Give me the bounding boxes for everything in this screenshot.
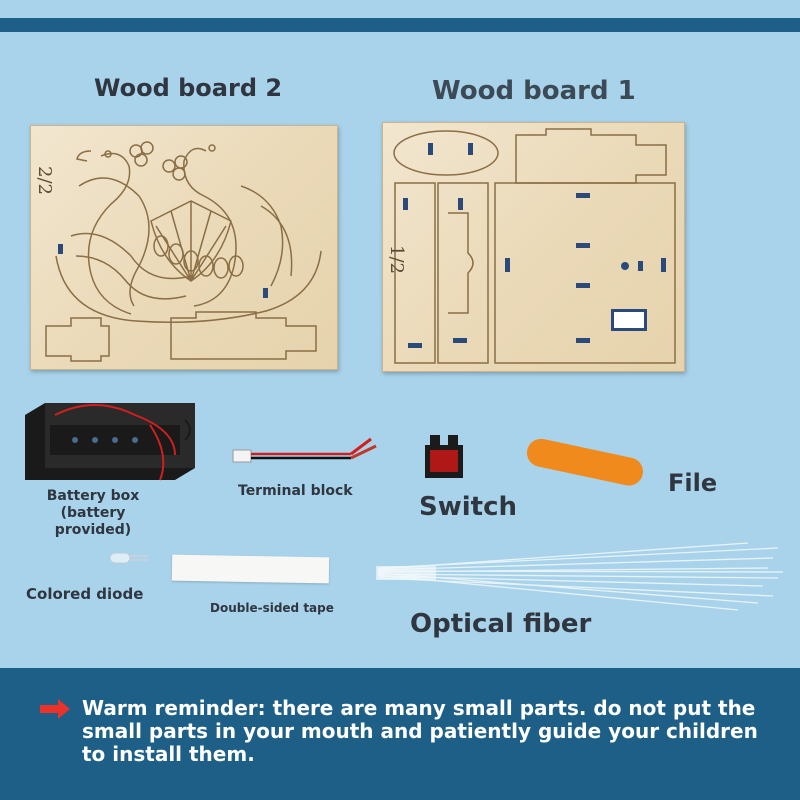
- optical-fiber-image: [376, 542, 784, 611]
- colored-diode-label: Colored diode: [26, 585, 144, 603]
- file: [522, 436, 647, 501]
- wood-board-2-label: Wood board 2: [94, 74, 283, 102]
- switch-label: Switch: [419, 492, 518, 522]
- colored-diode-image: [109, 552, 148, 564]
- double-sided-tape: [171, 554, 330, 584]
- switch: [420, 430, 470, 490]
- top-band: [0, 0, 800, 32]
- double-sided-tape-label: Double-sided tape: [210, 601, 334, 615]
- board-2-mark: 2/2: [34, 166, 55, 195]
- battery-box-image: [25, 403, 195, 481]
- wood-board-2-engraving: 2/2: [34, 141, 322, 362]
- colored-diode: [90, 548, 150, 573]
- terminal-block-image: [232, 437, 377, 463]
- reminder-text: Warm reminder: there are many small part…: [82, 696, 758, 766]
- switch-image: [425, 435, 463, 478]
- optical-fiber: [368, 538, 788, 623]
- wood-board-2: 2/2: [30, 125, 338, 370]
- terminal-block-label: Terminal block: [238, 483, 353, 499]
- terminal-block: [228, 430, 388, 475]
- optical-fiber-label: Optical fiber: [410, 609, 592, 639]
- file-label: File: [668, 469, 718, 497]
- file-image: [526, 438, 643, 486]
- wood-board-1-label: Wood board 1: [432, 76, 636, 106]
- board-1-mark: 1/2: [386, 245, 407, 274]
- reminder-panel: [0, 668, 800, 800]
- battery-box-label: Battery box (battery provided): [46, 488, 140, 538]
- wood-board-1-engraving: 1/2: [386, 128, 676, 364]
- battery-box: [20, 395, 200, 490]
- right-arrow-icon: [40, 699, 70, 719]
- wood-board-1: 1/2: [382, 122, 685, 372]
